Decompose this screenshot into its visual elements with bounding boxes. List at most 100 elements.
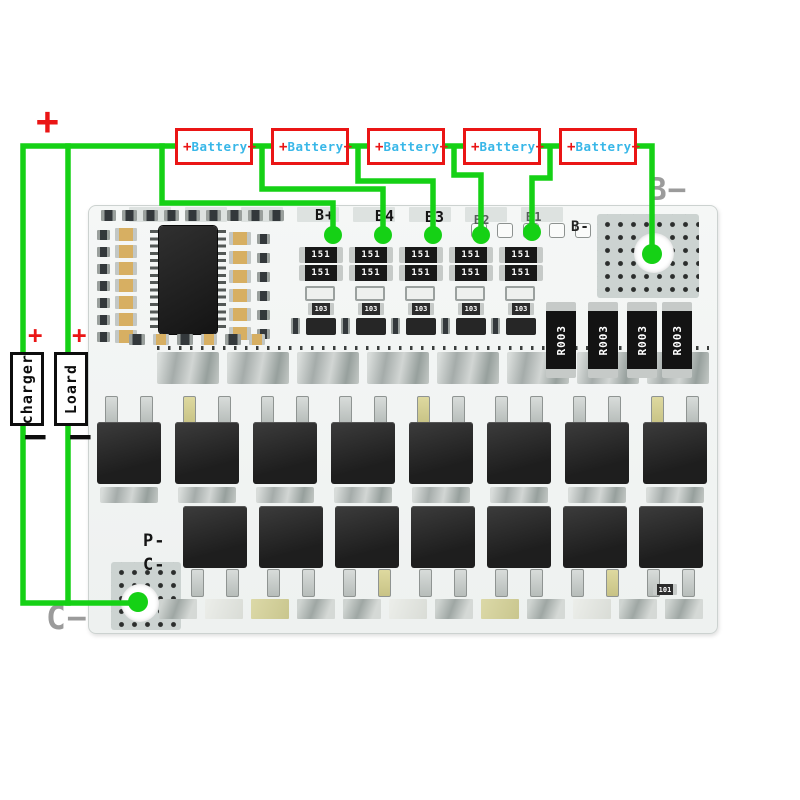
bottom-pad (481, 599, 519, 619)
smd-capacitor (229, 251, 251, 264)
solder-tab (256, 487, 314, 503)
smd-component (164, 210, 179, 221)
smd-component (341, 318, 350, 334)
charger-minus-sign: − (24, 414, 47, 458)
solder-strip (227, 352, 289, 384)
smd-component (97, 264, 110, 274)
battery-minus: − (631, 138, 641, 155)
mosfet-lead (343, 569, 356, 597)
battery-label: Battery (191, 139, 248, 154)
smd-pad (575, 223, 591, 238)
solder-strip (297, 352, 359, 384)
mosfet-lead (302, 569, 315, 597)
solder-tab (568, 487, 626, 503)
transistor-sot23 (456, 318, 486, 335)
smd-capacitor (115, 262, 137, 275)
mosfet (253, 422, 317, 484)
silkscreen-c-minus: C- (143, 555, 166, 575)
bottom-pad (389, 599, 427, 619)
shunt-resistor: R003 (588, 302, 618, 378)
balance-resistor: 151 (349, 247, 393, 263)
mosfet-lead (191, 569, 204, 597)
battery-box: + Battery − (175, 128, 256, 165)
pack-plus-annotation: + (36, 99, 59, 143)
transistor-sot23 (306, 318, 336, 335)
smd-component (206, 210, 221, 221)
smd-component (97, 332, 110, 342)
smd-component (491, 318, 500, 334)
battery-plus: + (567, 138, 576, 155)
solder-strip (437, 352, 499, 384)
smd-capacitor (115, 228, 137, 241)
mosfet-lead (183, 396, 196, 424)
load-minus-sign: − (69, 414, 92, 458)
smd-component (201, 334, 217, 345)
load-plus-sign: + (72, 321, 87, 349)
battery-box: + Battery − (559, 128, 641, 165)
mosfet-lead (419, 569, 432, 597)
balance-resistor: 151 (299, 247, 343, 263)
smd-component (257, 310, 270, 320)
balance-resistor: 151 (299, 265, 343, 281)
bottom-pad (573, 599, 611, 619)
mosfet-lead (606, 569, 619, 597)
battery-plus: + (183, 138, 192, 155)
mosfet-lead (571, 569, 584, 597)
smd-component (97, 281, 110, 291)
smd-component (248, 210, 263, 221)
bottom-pad (343, 599, 381, 619)
smd-component (97, 247, 110, 257)
smd-capacitor (229, 289, 251, 302)
mosfet (563, 506, 627, 568)
smd-component (225, 334, 241, 345)
smd-capacitor (355, 286, 385, 301)
smd-component (97, 298, 110, 308)
smd-pad (497, 223, 513, 238)
smd-component (257, 253, 270, 263)
silkscreen-b-plus: B+ (315, 206, 336, 224)
mosfet (411, 506, 475, 568)
bottom-pad (251, 599, 289, 619)
battery-label: Battery (287, 139, 344, 154)
balance-resistor: 151 (499, 247, 543, 263)
bottom-pad (205, 599, 243, 619)
mosfet-lead (261, 396, 274, 424)
balance-resistor: 151 (349, 265, 393, 281)
smd-capacitor (229, 308, 251, 321)
mosfet-lead (140, 396, 153, 424)
battery-plus: + (471, 138, 480, 155)
battery-label: Battery (575, 139, 632, 154)
smd-component (291, 318, 300, 334)
mosfet (335, 506, 399, 568)
resistor-101: 101 (653, 584, 677, 595)
via-row (157, 346, 709, 350)
bottom-pad (297, 599, 335, 619)
solder-tab (178, 487, 236, 503)
transistor-sot23 (356, 318, 386, 335)
smd-pad (523, 223, 539, 238)
battery-label: Battery (479, 139, 536, 154)
mosfet (643, 422, 707, 484)
shunt-label: R003 (635, 324, 649, 356)
smd-capacitor (305, 286, 335, 301)
battery-box: + Battery − (271, 128, 352, 165)
mosfet-lead (454, 569, 467, 597)
smd-component (391, 318, 400, 334)
bottom-pad (527, 599, 565, 619)
transistor-sot23 (506, 318, 536, 335)
smd-component (269, 210, 284, 221)
mosfet-lead (495, 396, 508, 424)
shunt-resistor: R003 (627, 302, 657, 378)
balance-resistor: 151 (399, 265, 443, 281)
smd-component (257, 234, 270, 244)
mosfet-lead (573, 396, 586, 424)
mosfet-lead (530, 396, 543, 424)
smd-component (257, 291, 270, 301)
resistor-103: 103 (508, 303, 534, 315)
battery-plus: + (375, 138, 384, 155)
b-minus-annotation: B− (648, 172, 688, 208)
load-label: Loard (62, 363, 80, 415)
battery-box: + Battery − (367, 128, 448, 165)
